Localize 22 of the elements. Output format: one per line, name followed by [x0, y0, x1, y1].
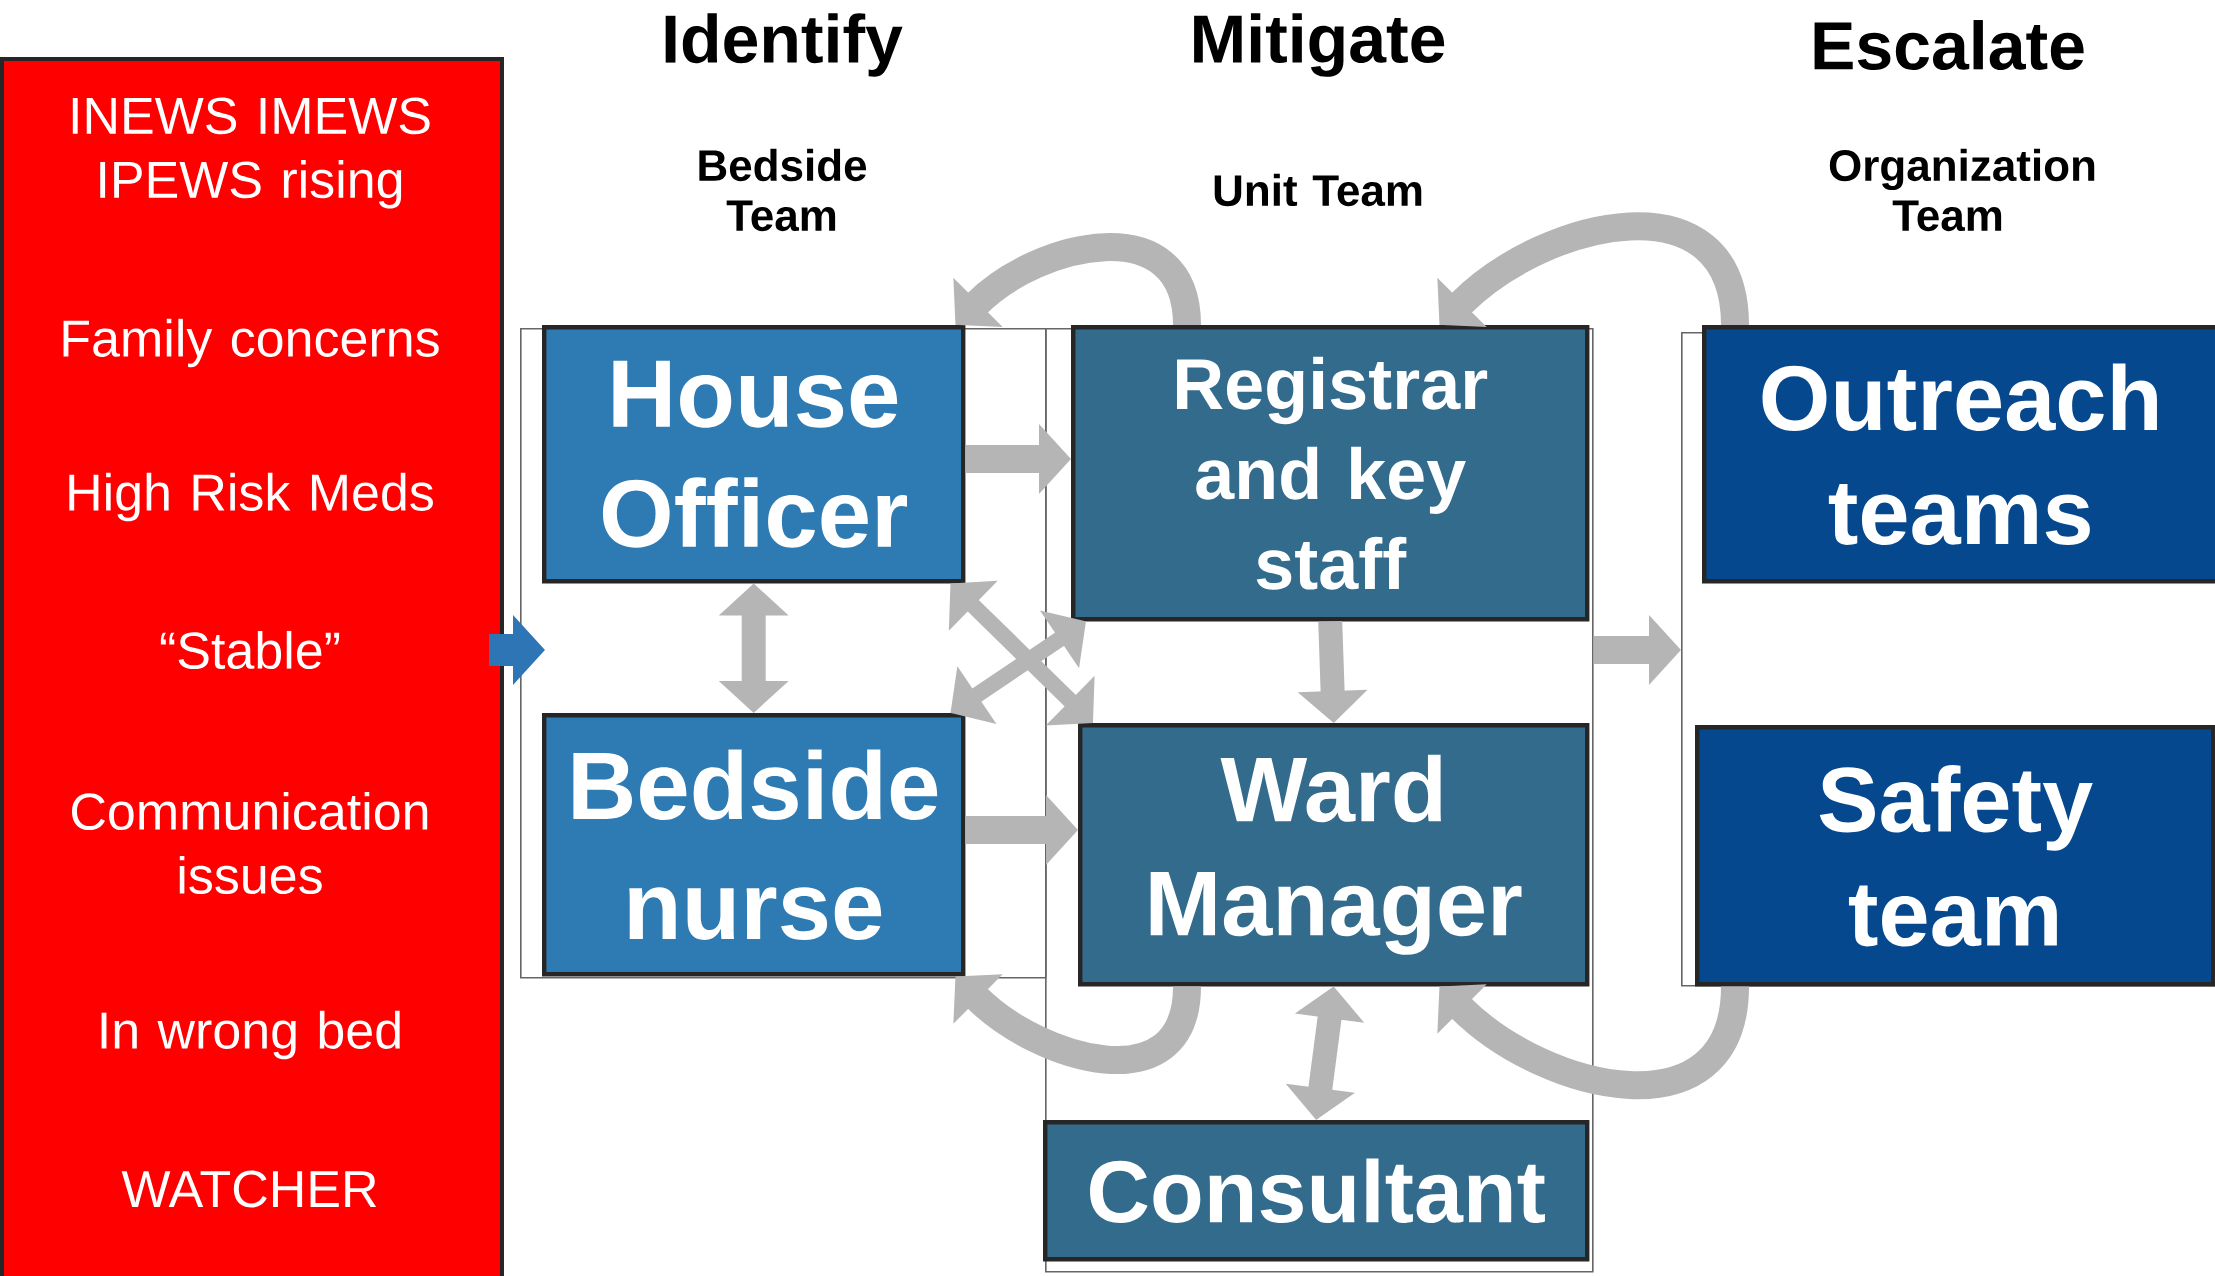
- team-label: Unit Team: [1214, 173, 1422, 207]
- team-label: Bedside Team: [699, 148, 867, 232]
- warning-sign: WATCHER: [121, 1170, 377, 1208]
- role-box: Safety team: [1695, 725, 2215, 987]
- warning-sign: Family concerns: [63, 318, 439, 368]
- role-box: Bedside nurse: [542, 713, 966, 977]
- column-heading: Mitigate: [1194, 13, 1445, 77]
- column-heading: Escalate: [1814, 20, 2084, 70]
- warning-sign: High Risk Meds: [69, 472, 433, 522]
- arrow: [953, 974, 1201, 1074]
- role-box: Registrar and key staff: [1071, 325, 1590, 622]
- role-box: Ward Manager: [1078, 723, 1590, 987]
- role-box: Consultant: [1043, 1120, 1590, 1262]
- warning-sign: Communication issues: [72, 791, 428, 895]
- role-box: Outreach teams: [1702, 325, 2215, 584]
- warning-sign: “Stable”: [160, 630, 340, 670]
- warning-sign: INEWS IMEWS IPEWS rising: [72, 97, 430, 209]
- role-box: House Officer: [542, 325, 966, 584]
- arrow: [950, 610, 1086, 725]
- warning-sign: In wrong bed: [101, 1010, 400, 1060]
- column-heading: Identify: [665, 13, 903, 77]
- team-label: Organization Team: [1829, 148, 2095, 232]
